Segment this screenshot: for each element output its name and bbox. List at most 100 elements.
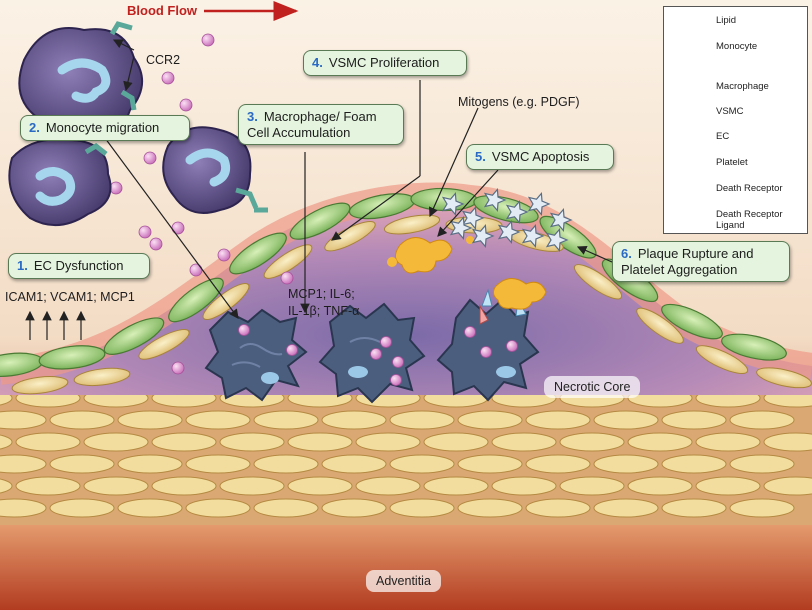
media-vsmc-cell: [219, 432, 285, 452]
platelet: [471, 224, 495, 248]
media-vsmc-cell: [117, 410, 183, 430]
free-lipids: [109, 33, 294, 375]
platelet: [461, 206, 485, 230]
media-vsmc-cell: [729, 410, 795, 430]
mitogens-label: Mitogens (e.g. PDGF): [458, 95, 580, 109]
legend: Lipid Monocyte Macrophage VSMC EC Platel…: [663, 6, 808, 234]
cytokines-label: MCP1; IL-6; IL-1β; TNF-α: [288, 286, 359, 320]
media-vsmc-cell: [457, 498, 523, 518]
step-text: Monocyte migration: [45, 120, 160, 135]
step-number: 5.: [475, 149, 486, 164]
endothelial-cell: [721, 333, 787, 361]
media-vsmc-cell: [49, 498, 115, 518]
media-vsmc-cell: [389, 498, 455, 518]
media-vsmc-cell: [15, 432, 81, 452]
intimal-vsmc-cell: [73, 367, 131, 387]
media-vsmc-cell: [287, 476, 353, 496]
media-vsmc-cell: [117, 454, 183, 474]
media-vsmc-cell: [117, 498, 183, 518]
media-vsmc-layer: [0, 385, 812, 525]
media-vsmc-cell: [695, 432, 761, 452]
media-vsmc-cell: [729, 454, 795, 474]
media-vsmc-cell: [559, 432, 625, 452]
media-vsmc-cell: [593, 454, 659, 474]
media-vsmc-cell: [185, 498, 251, 518]
step-4-box: 4. VSMC Proliferation: [303, 50, 467, 76]
media-vsmc-cell: [0, 434, 13, 450]
media-vsmc-cell: [593, 410, 659, 430]
step-text: Plaque Rupture and Platelet Aggregation: [621, 246, 754, 277]
cytokines-line-2: IL-1β; TNF-α: [288, 303, 360, 318]
media-vsmc-cell: [185, 454, 251, 474]
apoptotic-vsmc-1: [395, 237, 453, 274]
endothelial-cell: [168, 277, 224, 323]
media-vsmc-cell: [83, 432, 149, 452]
media-vsmc-cell: [525, 498, 591, 518]
media-vsmc-cell: [49, 454, 115, 474]
media-vsmc-cell: [0, 454, 47, 474]
platelet: [441, 192, 465, 216]
step-number: 1.: [17, 258, 28, 273]
media-vsmc-cell: [0, 498, 47, 518]
intracellular-lipids: [238, 324, 518, 386]
macrophage-foam-cell-1: [204, 308, 308, 402]
monocyte-2: [8, 138, 112, 227]
media-vsmc-cell: [49, 410, 115, 430]
legend-macrophage: Macrophage: [716, 81, 769, 92]
intimal-vsmc-cell: [138, 329, 190, 360]
necrotic-core-label: Necrotic Core: [544, 376, 641, 398]
endothelial-cell: [661, 303, 723, 340]
platelet: [497, 220, 521, 244]
step-5-box: 5. VSMC Apoptosis: [466, 144, 614, 170]
media-vsmc-cell: [355, 432, 421, 452]
adhesion-molecules-label: ICAM1; VCAM1; MCP1: [5, 290, 135, 304]
media-vsmc-cell: [355, 476, 421, 496]
legend-monocyte: Monocyte: [716, 41, 758, 52]
platelet: [527, 192, 551, 216]
media-vsmc-cell: [321, 454, 387, 474]
legend-lipid: Lipid: [716, 15, 737, 26]
media-vsmc-cell: [661, 454, 727, 474]
media-vsmc-cell: [491, 476, 557, 496]
media-vsmc-cell: [457, 454, 523, 474]
media-vsmc-cell: [525, 410, 591, 430]
legend-ec: EC: [716, 131, 730, 142]
media-vsmc-cell: [389, 410, 455, 430]
apoptotic-vsmc-2: [492, 278, 547, 310]
media-vsmc-cell: [423, 476, 489, 496]
platelet-aggregate: [441, 188, 573, 252]
step-text: EC Dysfunction: [33, 258, 124, 273]
platelet: [483, 188, 507, 212]
intimal-vsmc-cell: [383, 214, 441, 235]
media-vsmc-cell: [763, 432, 812, 452]
step-3-box: 3.Macrophage/ Foam Cell Accumulation: [238, 104, 404, 146]
ccr2-label: CCR2: [146, 53, 181, 67]
step-number: 4.: [312, 55, 323, 70]
media-vsmc-cell: [457, 410, 523, 430]
step-text: VSMC Proliferation: [328, 55, 440, 70]
media-vsmc-cell: [151, 432, 217, 452]
media-vsmc-cell: [151, 476, 217, 496]
platelet: [545, 228, 569, 252]
cytokines-line-1: MCP1; IL-6;: [288, 287, 355, 301]
endothelial-cell: [38, 345, 106, 370]
step-1-box: 1. EC Dysfunction: [8, 253, 150, 279]
legend-death-receptor-ligand: Death Receptor Ligand: [716, 209, 783, 232]
legend-vsmc: VSMC: [716, 106, 744, 117]
legend-platelet: Platelet: [716, 157, 748, 168]
media-vsmc-cell: [0, 478, 13, 494]
endothelial-cell: [229, 232, 287, 275]
up-arrows: [25, 310, 86, 340]
platelet: [521, 224, 545, 248]
media-vsmc-cell: [627, 432, 693, 452]
step-text: VSMC Apoptosis: [491, 149, 590, 164]
media-vsmc-cell: [185, 410, 251, 430]
death-receptor-pair-1: [479, 288, 493, 325]
media-vsmc-cell: [627, 476, 693, 496]
media-vsmc-cell: [253, 498, 319, 518]
media-vsmc-cell: [389, 454, 455, 474]
blood-flow-label: Blood Flow: [127, 3, 198, 18]
media-vsmc-cell: [15, 476, 81, 496]
platelet: [449, 216, 473, 240]
